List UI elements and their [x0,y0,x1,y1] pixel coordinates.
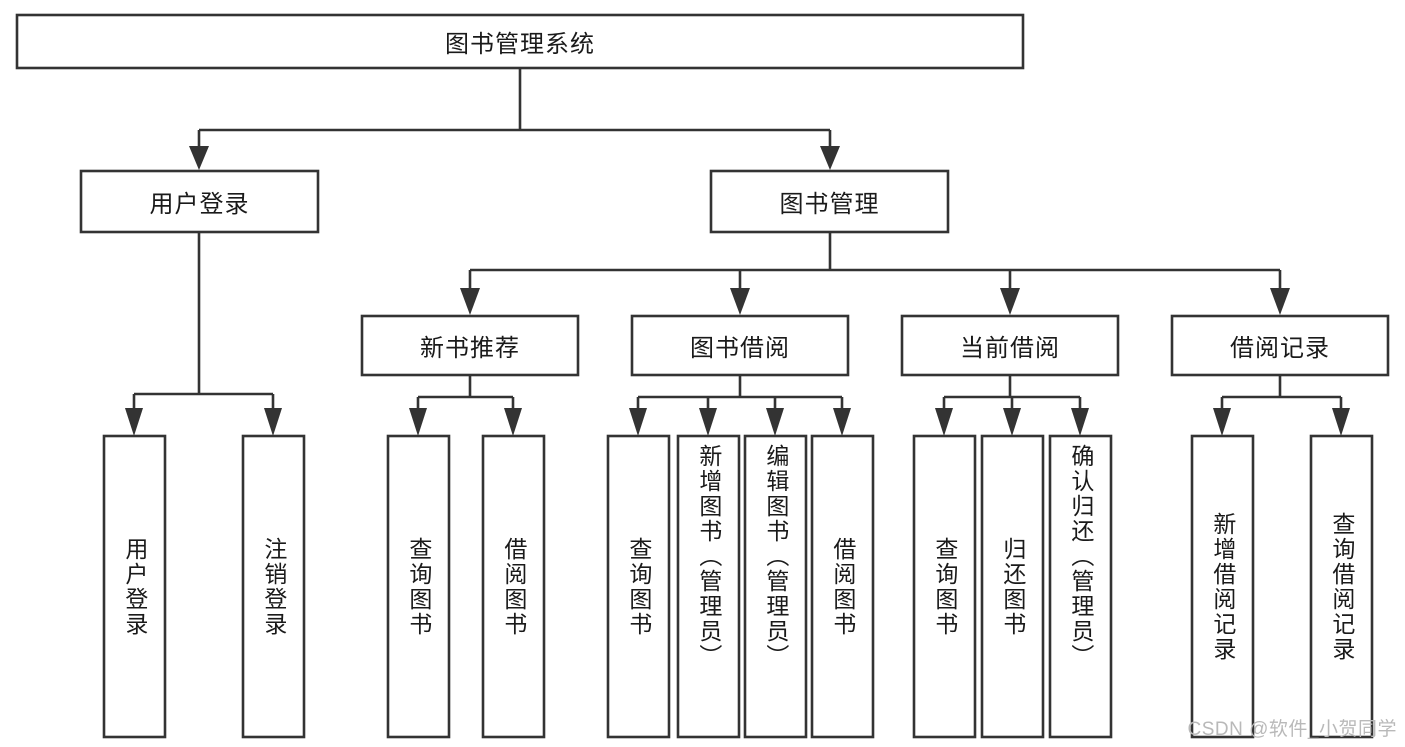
arrow-head-level2-3 [1270,288,1290,315]
node-leaf-user-login-signout[interactable] [241,434,306,739]
node-leaf-cb-confirm-return[interactable] [1048,434,1113,739]
node-leaf-bb-add-book[interactable] [676,434,741,739]
node-book-borrow[interactable] [630,314,850,377]
arrow-head-level1-0 [189,146,209,170]
arrow-head-user-login-leaf-0 [125,408,143,436]
node-leaf-cb-return-book[interactable] [980,434,1045,739]
arrow-head-bb-leaf-3 [833,408,851,436]
node-leaf-user-login-signin[interactable] [102,434,167,739]
node-leaf-br-query-record[interactable] [1309,434,1374,739]
node-leaf-bb-query-book[interactable] [606,434,671,739]
node-book-management[interactable] [709,169,950,234]
node-leaf-br-add-record[interactable] [1190,434,1255,739]
node-leaf-nbr-query-book[interactable] [386,434,451,739]
arrow-head-br-leaf-0 [1213,408,1231,436]
node-user-login[interactable] [79,169,320,234]
node-leaf-nbr-borrow-book[interactable] [481,434,546,739]
node-new-book-recommend[interactable] [360,314,580,377]
arrow-head-user-login-leaf-1 [264,408,282,436]
arrow-head-bb-leaf-0 [629,408,647,436]
node-current-borrow[interactable] [900,314,1120,377]
arrow-head-nbr-leaf-1 [504,408,522,436]
node-leaf-cb-query-book[interactable] [912,434,977,739]
arrow-head-cb-leaf-2 [1071,408,1089,436]
arrow-head-bb-leaf-1 [699,408,717,436]
arrow-head-level2-2 [1000,288,1020,315]
arrow-head-cb-leaf-0 [935,408,953,436]
arrow-head-br-leaf-1 [1332,408,1350,436]
csdn-watermark: CSDN @软件_小贺同学 [1187,719,1397,740]
node-borrow-record[interactable] [1170,314,1390,377]
node-root-system[interactable] [15,13,1025,70]
node-leaf-bb-edit-book[interactable] [743,434,808,739]
arrow-head-cb-leaf-1 [1003,408,1021,436]
node-leaf-bb-borrow-book[interactable] [810,434,875,739]
arrow-head-level1-1 [820,146,840,170]
arrow-head-nbr-leaf-0 [409,408,427,436]
arrow-head-level2-0 [460,288,480,315]
arrow-head-level2-1 [730,288,750,315]
arrow-head-bb-leaf-2 [766,408,784,436]
